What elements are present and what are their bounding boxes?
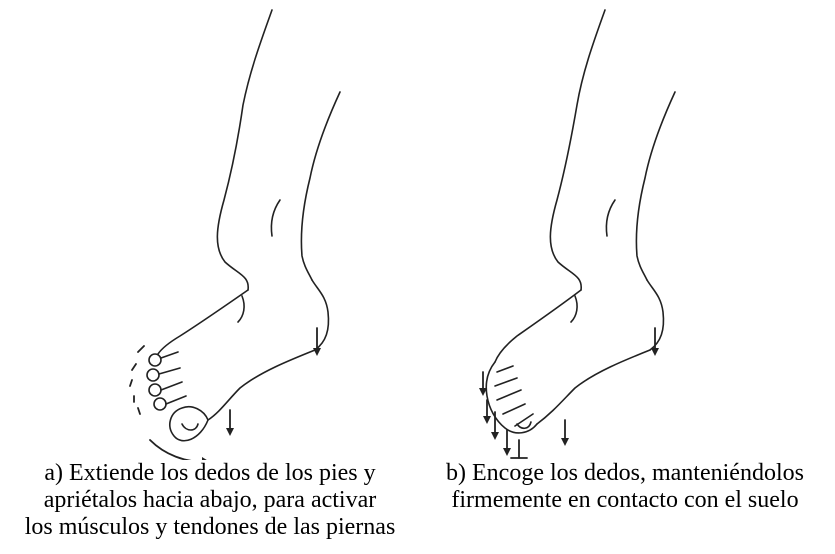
toe-press-arrowhead-3 (491, 432, 499, 440)
leg-foot-illustration-a (10, 0, 410, 460)
leg-foot-illustration-b (425, 0, 825, 460)
foot-sole (537, 350, 650, 424)
leg-outline-front (636, 92, 675, 280)
heel-down-arrowhead (651, 348, 659, 356)
toe-1 (149, 354, 161, 366)
caption-a-line-2: apriétalos hacia abajo, para activar (10, 487, 410, 514)
toe-press-arrowhead-4 (503, 448, 511, 456)
big-toe-nail (182, 424, 198, 430)
leg-outline-back (217, 10, 272, 290)
toe-sweep-arrow (150, 440, 205, 460)
heel-outline (312, 280, 328, 350)
figure-a: a) Extiende los dedos de los pies y apri… (10, 0, 410, 554)
leg-outline-front (301, 92, 340, 280)
ankle-crease (571, 296, 577, 322)
heel-down-arrowhead (313, 348, 321, 356)
caption-b-line-2: firmemente en contacto con el suelo (425, 487, 825, 514)
knee-crease (271, 200, 280, 236)
curled-toes (486, 362, 537, 433)
knee-crease (606, 200, 615, 236)
toe-spread-arrows (130, 346, 144, 414)
big-toe (170, 407, 208, 441)
toe-press-arrows (483, 372, 519, 458)
caption-a-line-1: a) Extiende los dedos de los pies y (10, 460, 410, 487)
foot-top (158, 290, 248, 354)
foot-sole (208, 350, 315, 420)
toe-4 (154, 398, 166, 410)
ball-down-arrowhead (226, 428, 234, 436)
toe-ridges (495, 366, 533, 426)
toe-joints (159, 352, 186, 404)
ankle-crease (238, 296, 244, 322)
leg-outline-back (550, 10, 605, 290)
caption-b-line-1: b) Encoge los dedos, manteniéndolos (425, 460, 825, 487)
ball-down-arrowhead (561, 438, 569, 446)
toe-3 (149, 384, 161, 396)
toe-2 (147, 369, 159, 381)
caption-a-line-3: los músculos y tendones de las piernas (10, 514, 410, 541)
figure-b: b) Encoge los dedos, manteniéndolos firm… (425, 0, 825, 554)
caption-a: a) Extiende los dedos de los pies y apri… (10, 460, 410, 541)
caption-b: b) Encoge los dedos, manteniéndolos firm… (425, 460, 825, 514)
foot-top (495, 290, 581, 362)
toe-press-arrowhead-2 (483, 416, 491, 424)
